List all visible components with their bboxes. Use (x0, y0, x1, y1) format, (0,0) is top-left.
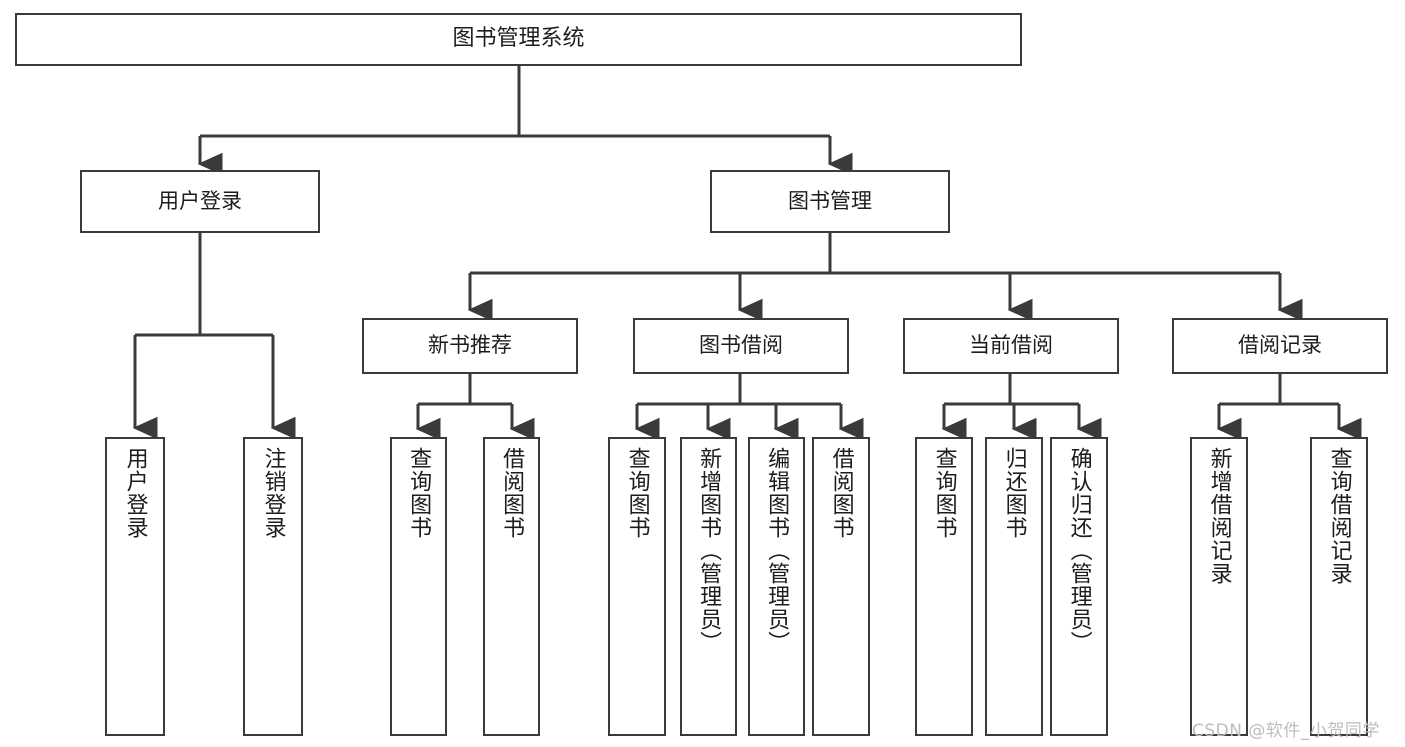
csdn-watermark: CSDN @软件_小贺同学 (1192, 721, 1380, 741)
leaf-query-book-borrow-label: 查询图书 (624, 447, 650, 539)
leaf-query-book-current[interactable]: 查询图书 (915, 437, 973, 736)
leaf-query-book-current-label: 查询图书 (931, 447, 957, 539)
leaf-query-book-recommend-label: 查询图书 (406, 447, 432, 539)
leaf-confirm-return-admin[interactable]: 确认归还（管理员） (1050, 437, 1108, 736)
node-current-borrow[interactable]: 当前借阅 (903, 318, 1119, 374)
node-borrow-record[interactable]: 借阅记录 (1172, 318, 1388, 374)
node-book-borrow[interactable]: 图书借阅 (633, 318, 849, 374)
leaf-logout[interactable]: 注销登录 (243, 437, 303, 736)
node-root-label: 图书管理系统 (452, 26, 585, 52)
node-book-management[interactable]: 图书管理 (710, 170, 950, 233)
leaf-add-book-admin-label: 新增图书（管理员） (696, 447, 722, 654)
leaf-confirm-return-admin-label: 确认归还（管理员） (1066, 447, 1092, 654)
leaf-query-book-recommend[interactable]: 查询图书 (390, 437, 447, 736)
node-new-book-recommend-label: 新书推荐 (428, 333, 512, 358)
leaf-borrow-book-recommend-label: 借阅图书 (499, 447, 525, 539)
node-current-borrow-label: 当前借阅 (969, 333, 1053, 358)
node-new-book-recommend[interactable]: 新书推荐 (362, 318, 578, 374)
node-book-management-label: 图书管理 (788, 188, 872, 213)
leaf-add-book-admin[interactable]: 新增图书（管理员） (680, 437, 737, 736)
leaf-edit-book-admin[interactable]: 编辑图书（管理员） (748, 437, 805, 736)
node-user-login[interactable]: 用户登录 (80, 170, 320, 233)
node-borrow-record-label: 借阅记录 (1238, 333, 1322, 358)
leaf-edit-book-admin-label: 编辑图书（管理员） (764, 447, 790, 654)
leaf-return-book[interactable]: 归还图书 (985, 437, 1043, 736)
leaf-query-borrow-record-label: 查询借阅记录 (1326, 447, 1352, 585)
node-book-borrow-label: 图书借阅 (699, 333, 783, 358)
leaf-query-book-borrow[interactable]: 查询图书 (608, 437, 666, 736)
leaf-add-borrow-record-label: 新增借阅记录 (1206, 447, 1232, 585)
leaf-borrow-book-recommend[interactable]: 借阅图书 (483, 437, 540, 736)
leaf-user-login[interactable]: 用户登录 (105, 437, 165, 736)
leaf-return-book-label: 归还图书 (1001, 447, 1027, 539)
node-user-login-label: 用户登录 (158, 188, 242, 213)
leaf-add-borrow-record[interactable]: 新增借阅记录 (1190, 437, 1248, 736)
leaf-borrow-book-label: 借阅图书 (828, 447, 854, 539)
leaf-query-borrow-record[interactable]: 查询借阅记录 (1310, 437, 1368, 736)
leaf-logout-label: 注销登录 (260, 447, 286, 539)
node-root[interactable]: 图书管理系统 (15, 13, 1022, 66)
leaf-user-login-label: 用户登录 (122, 447, 148, 539)
leaf-borrow-book[interactable]: 借阅图书 (812, 437, 870, 736)
